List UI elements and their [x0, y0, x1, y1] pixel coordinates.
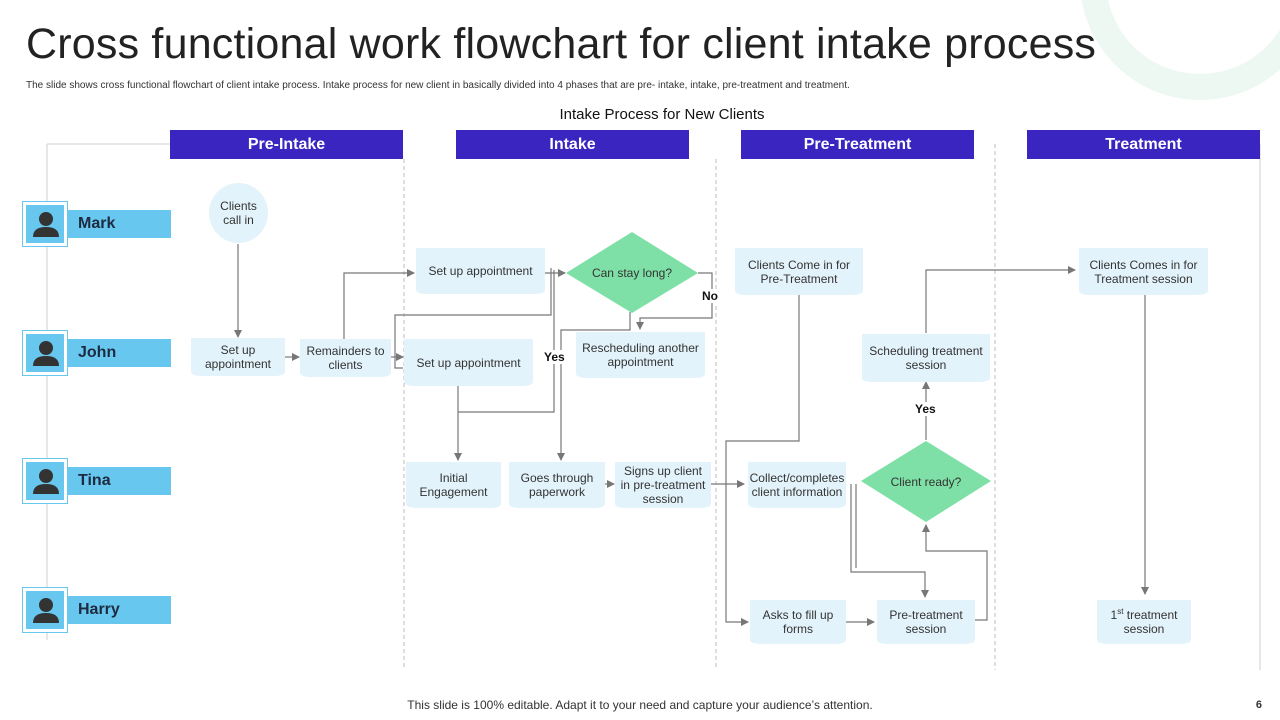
phase-pre-treatment: Pre-Treatment	[741, 130, 974, 159]
avatar	[22, 201, 68, 247]
node-initial-engagement: Initial Engagement	[406, 462, 501, 508]
avatar	[22, 330, 68, 376]
node-asks-to-fill-up-forms: Asks to fill up forms	[750, 600, 846, 644]
lane-tina: Tina	[22, 458, 172, 504]
node-collect-client-information: Collect/completes client information	[748, 462, 846, 508]
node-set-up-appointment-pre-intake: Set up appointment	[191, 338, 285, 376]
footer-note: This slide is 100% editable. Adapt it to…	[407, 698, 873, 712]
person-name: John	[66, 339, 171, 367]
node-scheduling-treatment-session: Scheduling treatment session	[862, 334, 990, 382]
edge-label-yes-stay: Yes	[542, 350, 567, 364]
avatar	[22, 458, 68, 504]
decision-label-client-ready: Client ready?	[890, 475, 962, 489]
lane-harry: Harry	[22, 587, 172, 633]
phase-dividers	[403, 144, 996, 670]
node-clients-call-in: Clients call in	[209, 183, 268, 243]
node-clients-come-in-treatment: Clients Comes in for Treatment session	[1079, 248, 1208, 295]
flow-arrows	[234, 244, 1149, 626]
lane-mark: Mark	[22, 201, 172, 247]
page-number: 6	[1255, 699, 1262, 711]
edge-label-no: No	[700, 289, 720, 303]
person-name: Mark	[66, 210, 171, 238]
node-set-up-appointment-mark: Set up appointment	[416, 248, 545, 294]
node-pre-treatment-session: Pre-treatment session	[877, 600, 975, 644]
process-title: Intake Process for New Clients	[559, 106, 765, 123]
person-icon	[33, 212, 59, 237]
phase-treatment: Treatment	[1027, 130, 1260, 159]
slide-subtitle: The slide shows cross functional flowcha…	[26, 80, 850, 91]
slide-title: Cross functional work flowchart for clie…	[26, 20, 1097, 68]
decision-label-can-stay-long: Can stay long?	[591, 266, 673, 280]
person-name: Tina	[66, 467, 171, 495]
person-icon	[33, 341, 59, 366]
lane-john: John	[22, 330, 172, 376]
edge-label-yes-ready: Yes	[913, 402, 938, 416]
phase-intake: Intake	[456, 130, 689, 159]
person-icon	[33, 469, 59, 494]
phase-pre-intake: Pre-Intake	[170, 130, 403, 159]
node-first-treatment-session: 1st treatment session	[1097, 600, 1191, 644]
node-signs-up-client: Signs up client in pre-treatment session	[615, 462, 711, 508]
person-name: Harry	[66, 596, 171, 624]
decision-can-stay-long	[566, 232, 698, 313]
node-goes-through-paperwork: Goes through paperwork	[509, 462, 605, 508]
node-set-up-appointment-john: Set up appointment	[404, 339, 533, 386]
avatar	[22, 587, 68, 633]
decision-client-ready	[861, 441, 991, 522]
node-clients-come-in-pre-treatment: Clients Come in for Pre-Treatment	[735, 248, 863, 295]
person-icon	[33, 598, 59, 623]
node-rescheduling: Rescheduling another appointment	[576, 332, 705, 378]
node-reminders-to-clients: Remainders to clients	[300, 339, 391, 377]
